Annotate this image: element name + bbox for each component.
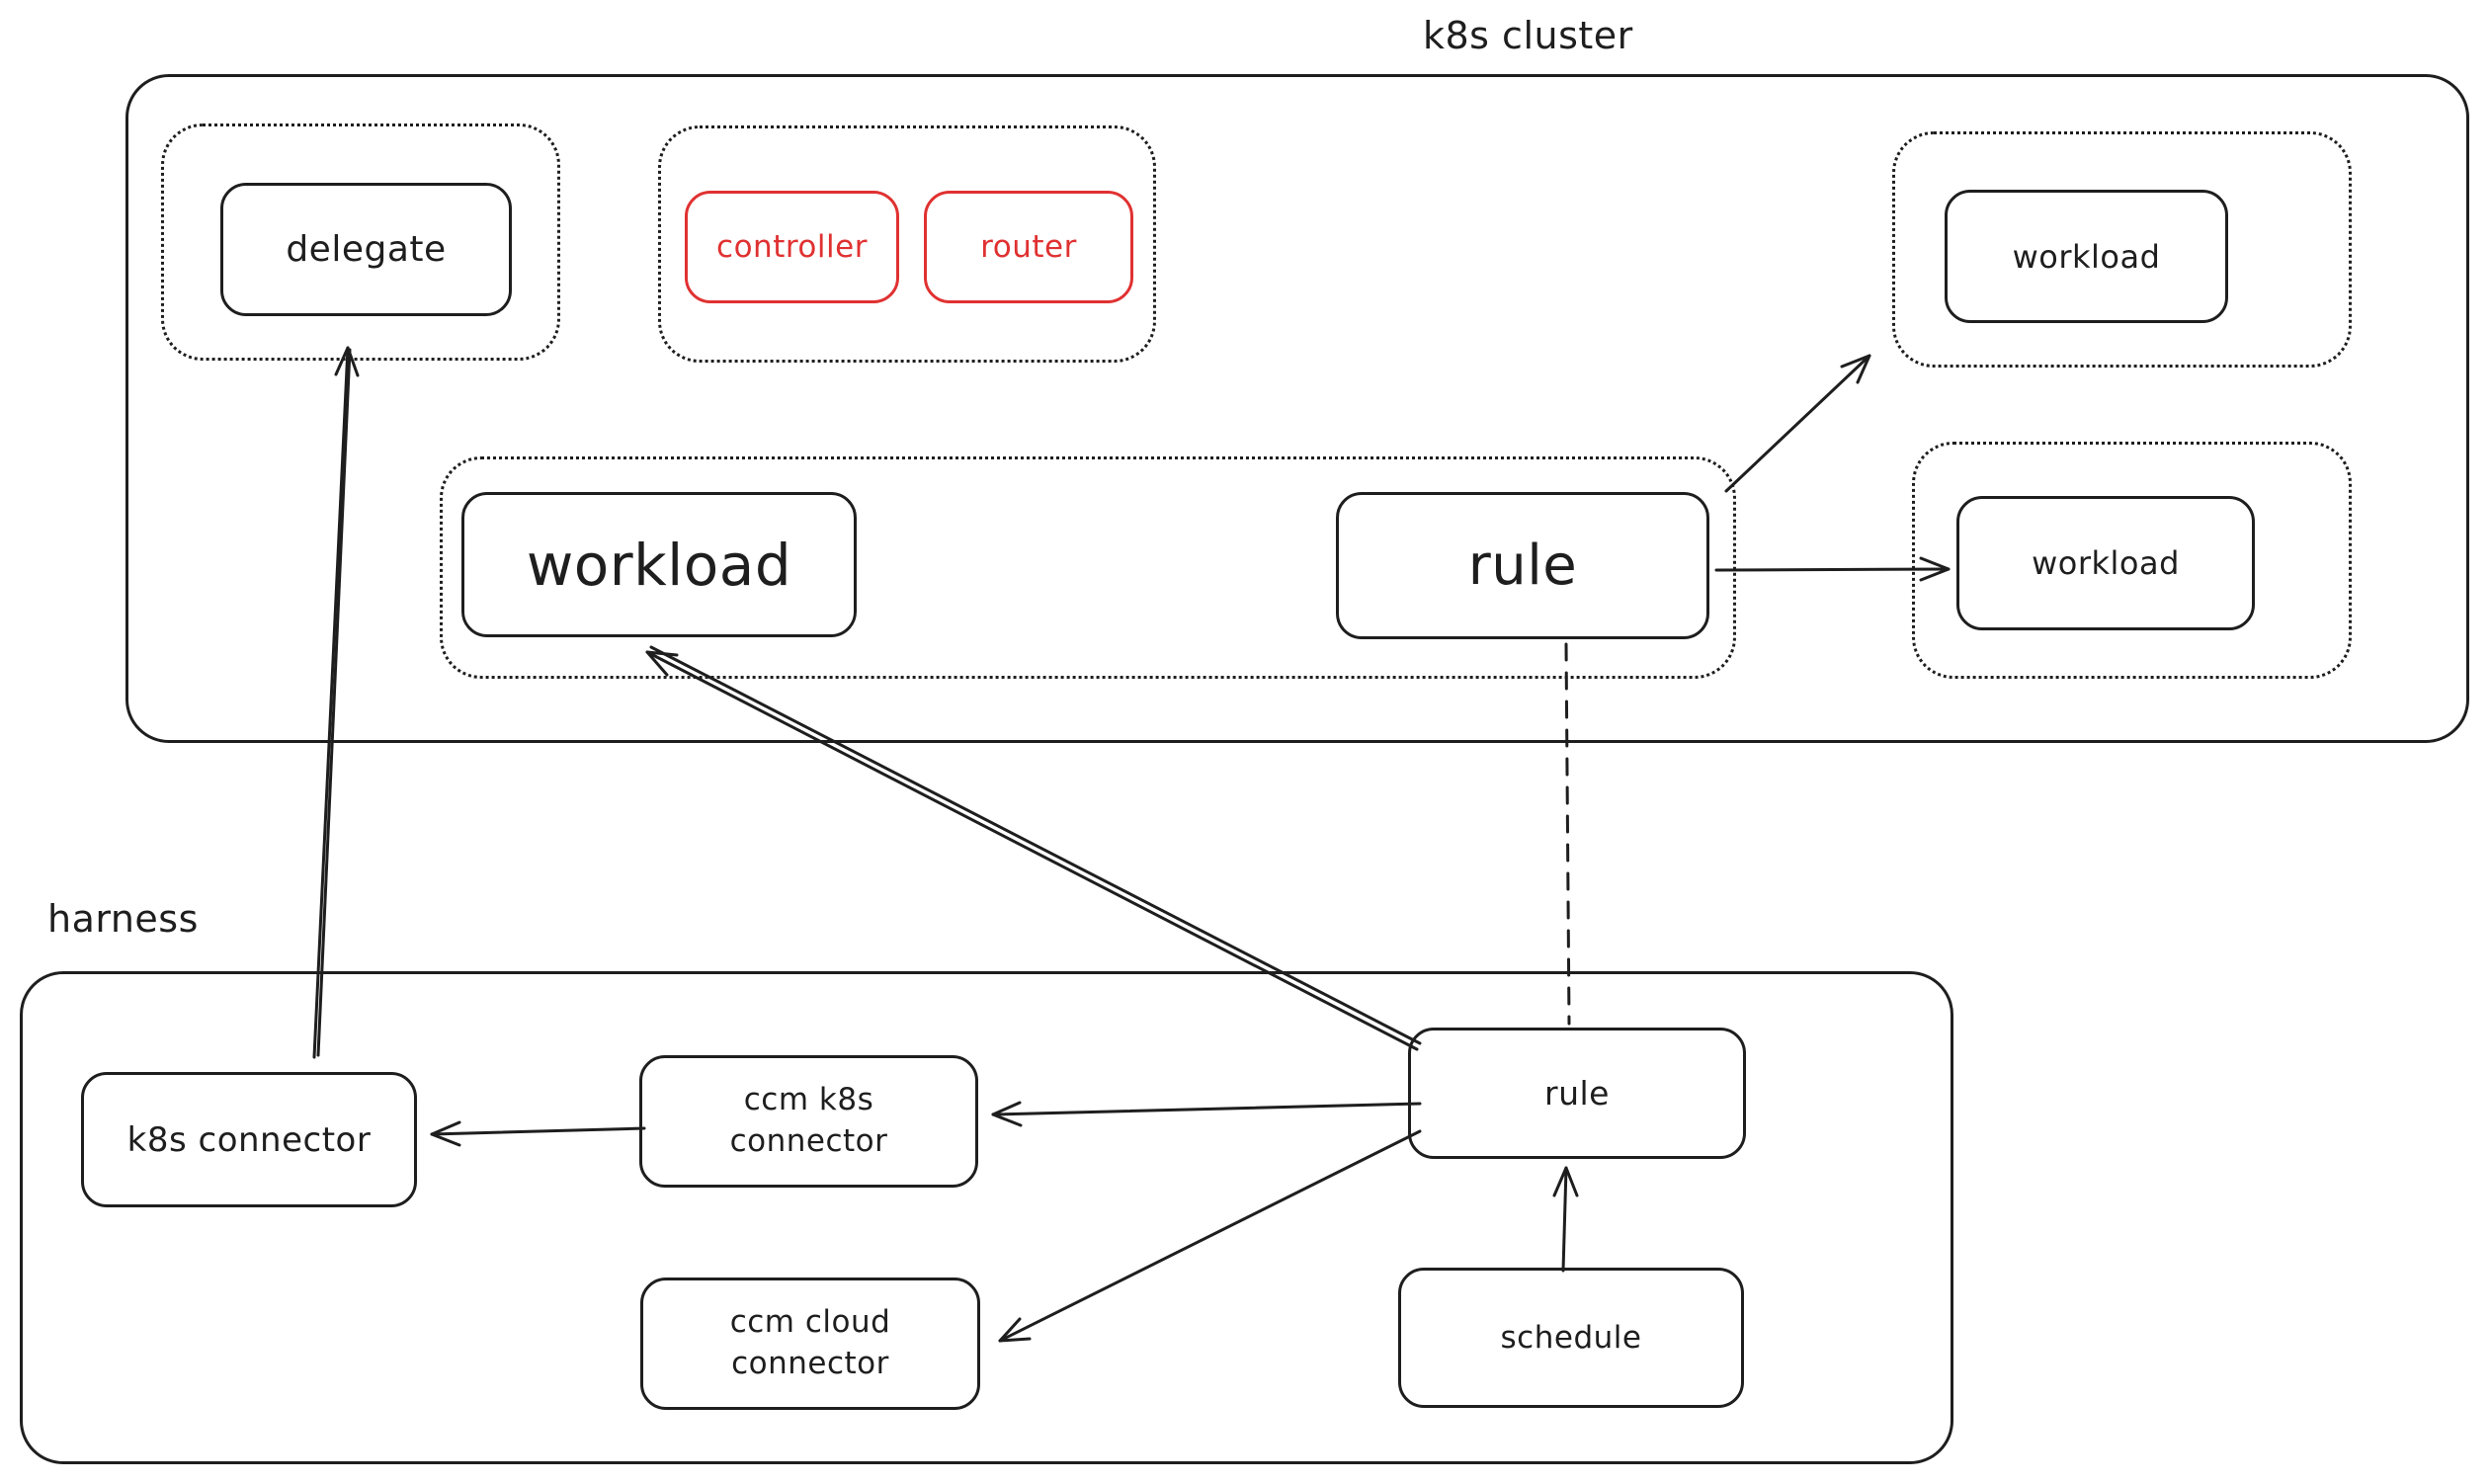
controller-node: controller xyxy=(685,191,899,303)
ccm-cloud-connector-node: ccm cloud connector xyxy=(640,1278,980,1410)
ccm-k8s-connector-node: ccm k8s connector xyxy=(639,1055,978,1188)
ccm-cloud-connector-label: ccm cloud connector xyxy=(729,1304,891,1381)
workload-main-node: workload xyxy=(461,492,857,637)
k8s-connector-node: k8s connector xyxy=(81,1072,417,1207)
rule-k8s-label: rule xyxy=(1467,534,1578,598)
router-label: router xyxy=(980,229,1077,265)
schedule-label: schedule xyxy=(1500,1320,1642,1356)
rule-harness-node: rule xyxy=(1408,1028,1746,1159)
workload-top-right-group xyxy=(1892,131,2352,368)
controller-router-group xyxy=(658,125,1156,363)
rule-k8s-node: rule xyxy=(1336,492,1709,639)
workload-mid-right-label: workload xyxy=(2032,544,2180,582)
workload-mid-right-group xyxy=(1912,442,2352,679)
delegate-label: delegate xyxy=(286,229,447,270)
harness-title: harness xyxy=(47,897,199,941)
delegate-group xyxy=(161,124,560,361)
rule-harness-label: rule xyxy=(1544,1074,1610,1113)
workload-main-label: workload xyxy=(526,531,792,599)
k8s-cluster-title: k8s cluster xyxy=(1423,14,1633,57)
delegate-node: delegate xyxy=(220,183,512,316)
k8s-connector-label: k8s connector xyxy=(126,1119,372,1160)
workload-mid-right-node: workload xyxy=(1956,496,2255,630)
ccm-k8s-connector-label: ccm k8s connector xyxy=(729,1082,888,1159)
controller-label: controller xyxy=(716,229,868,265)
router-node: router xyxy=(924,191,1133,303)
workload-top-right-node: workload xyxy=(1945,190,2228,323)
schedule-node: schedule xyxy=(1398,1268,1744,1408)
workload-top-right-label: workload xyxy=(2012,237,2161,276)
